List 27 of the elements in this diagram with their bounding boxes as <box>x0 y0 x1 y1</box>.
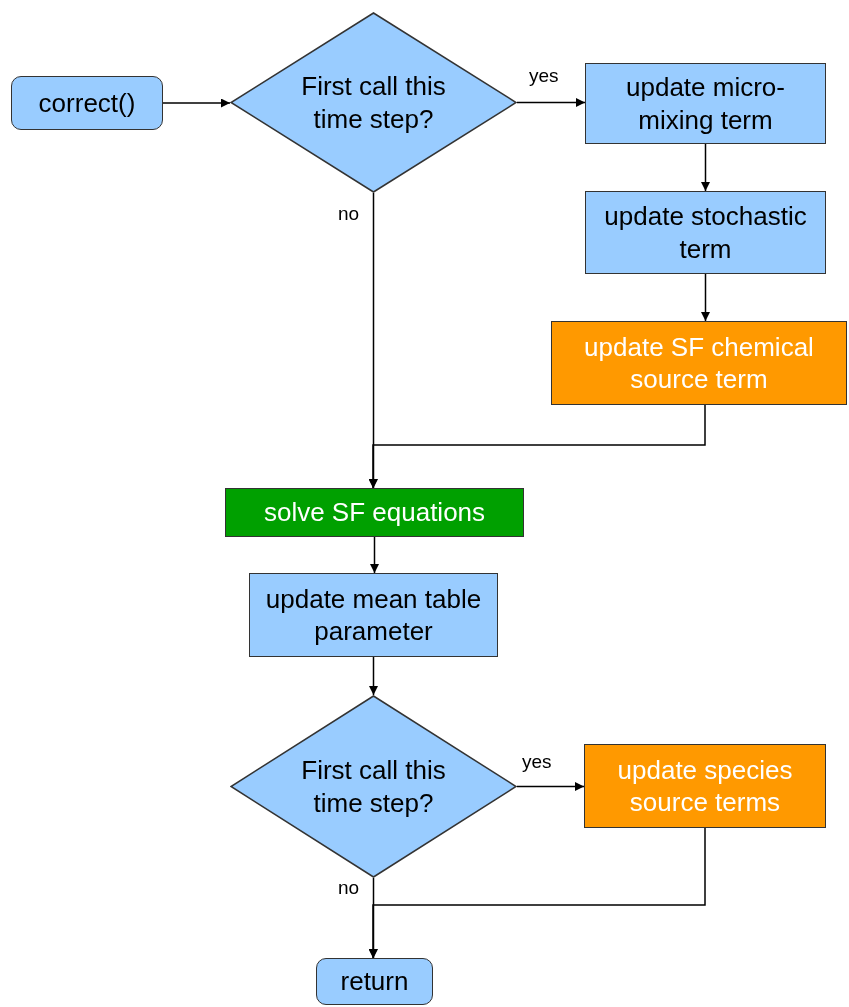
box-text: update micro-mixing term <box>625 71 786 136</box>
arrow <box>162 98 231 108</box>
arrow <box>368 404 706 489</box>
process-box <box>249 573 498 657</box>
process-box <box>225 488 524 537</box>
box-text: solve SF equations <box>263 496 486 529</box>
arrow <box>369 656 378 696</box>
process-box <box>551 321 847 405</box>
decision-text: First call this time step? <box>301 71 446 134</box>
box-text: correct() <box>38 86 136 120</box>
decision-text: First call this time step? <box>301 755 446 818</box>
box-text: return <box>340 965 409 998</box>
terminal-box <box>316 958 433 1005</box>
box-text: update stochastic term <box>603 200 808 265</box>
arrow <box>368 827 706 959</box>
process-box <box>585 191 826 274</box>
process-box <box>584 744 826 828</box>
box-text: update SF chemical source term <box>583 330 815 396</box>
arrow <box>370 536 379 574</box>
process-box <box>585 63 826 144</box>
box-text: update species source terms <box>616 753 794 819</box>
arrow <box>701 273 710 322</box>
terminal-box <box>11 76 163 130</box>
box-text: update mean table parameter <box>264 582 483 648</box>
arrow <box>516 98 586 107</box>
arrow <box>516 782 585 791</box>
arrow <box>701 143 710 192</box>
